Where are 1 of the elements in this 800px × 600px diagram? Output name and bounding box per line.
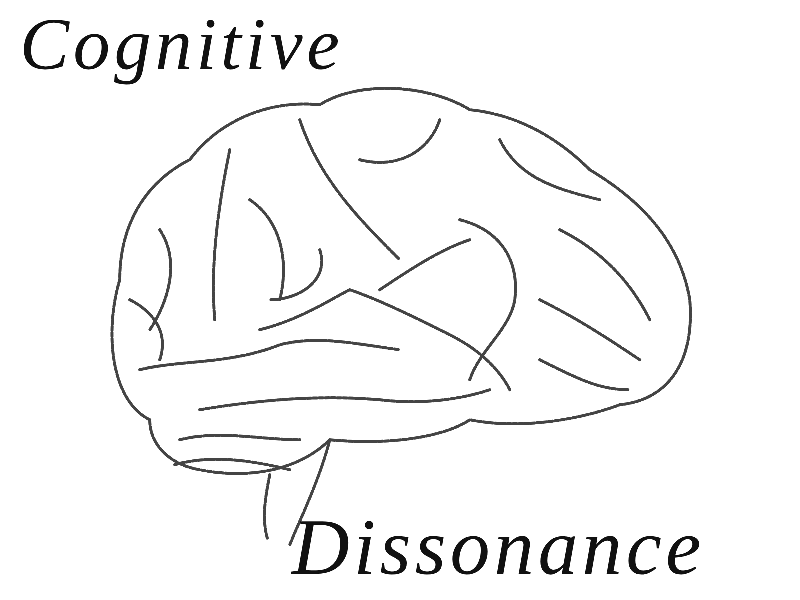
- title-word: Dissonance: [292, 508, 706, 588]
